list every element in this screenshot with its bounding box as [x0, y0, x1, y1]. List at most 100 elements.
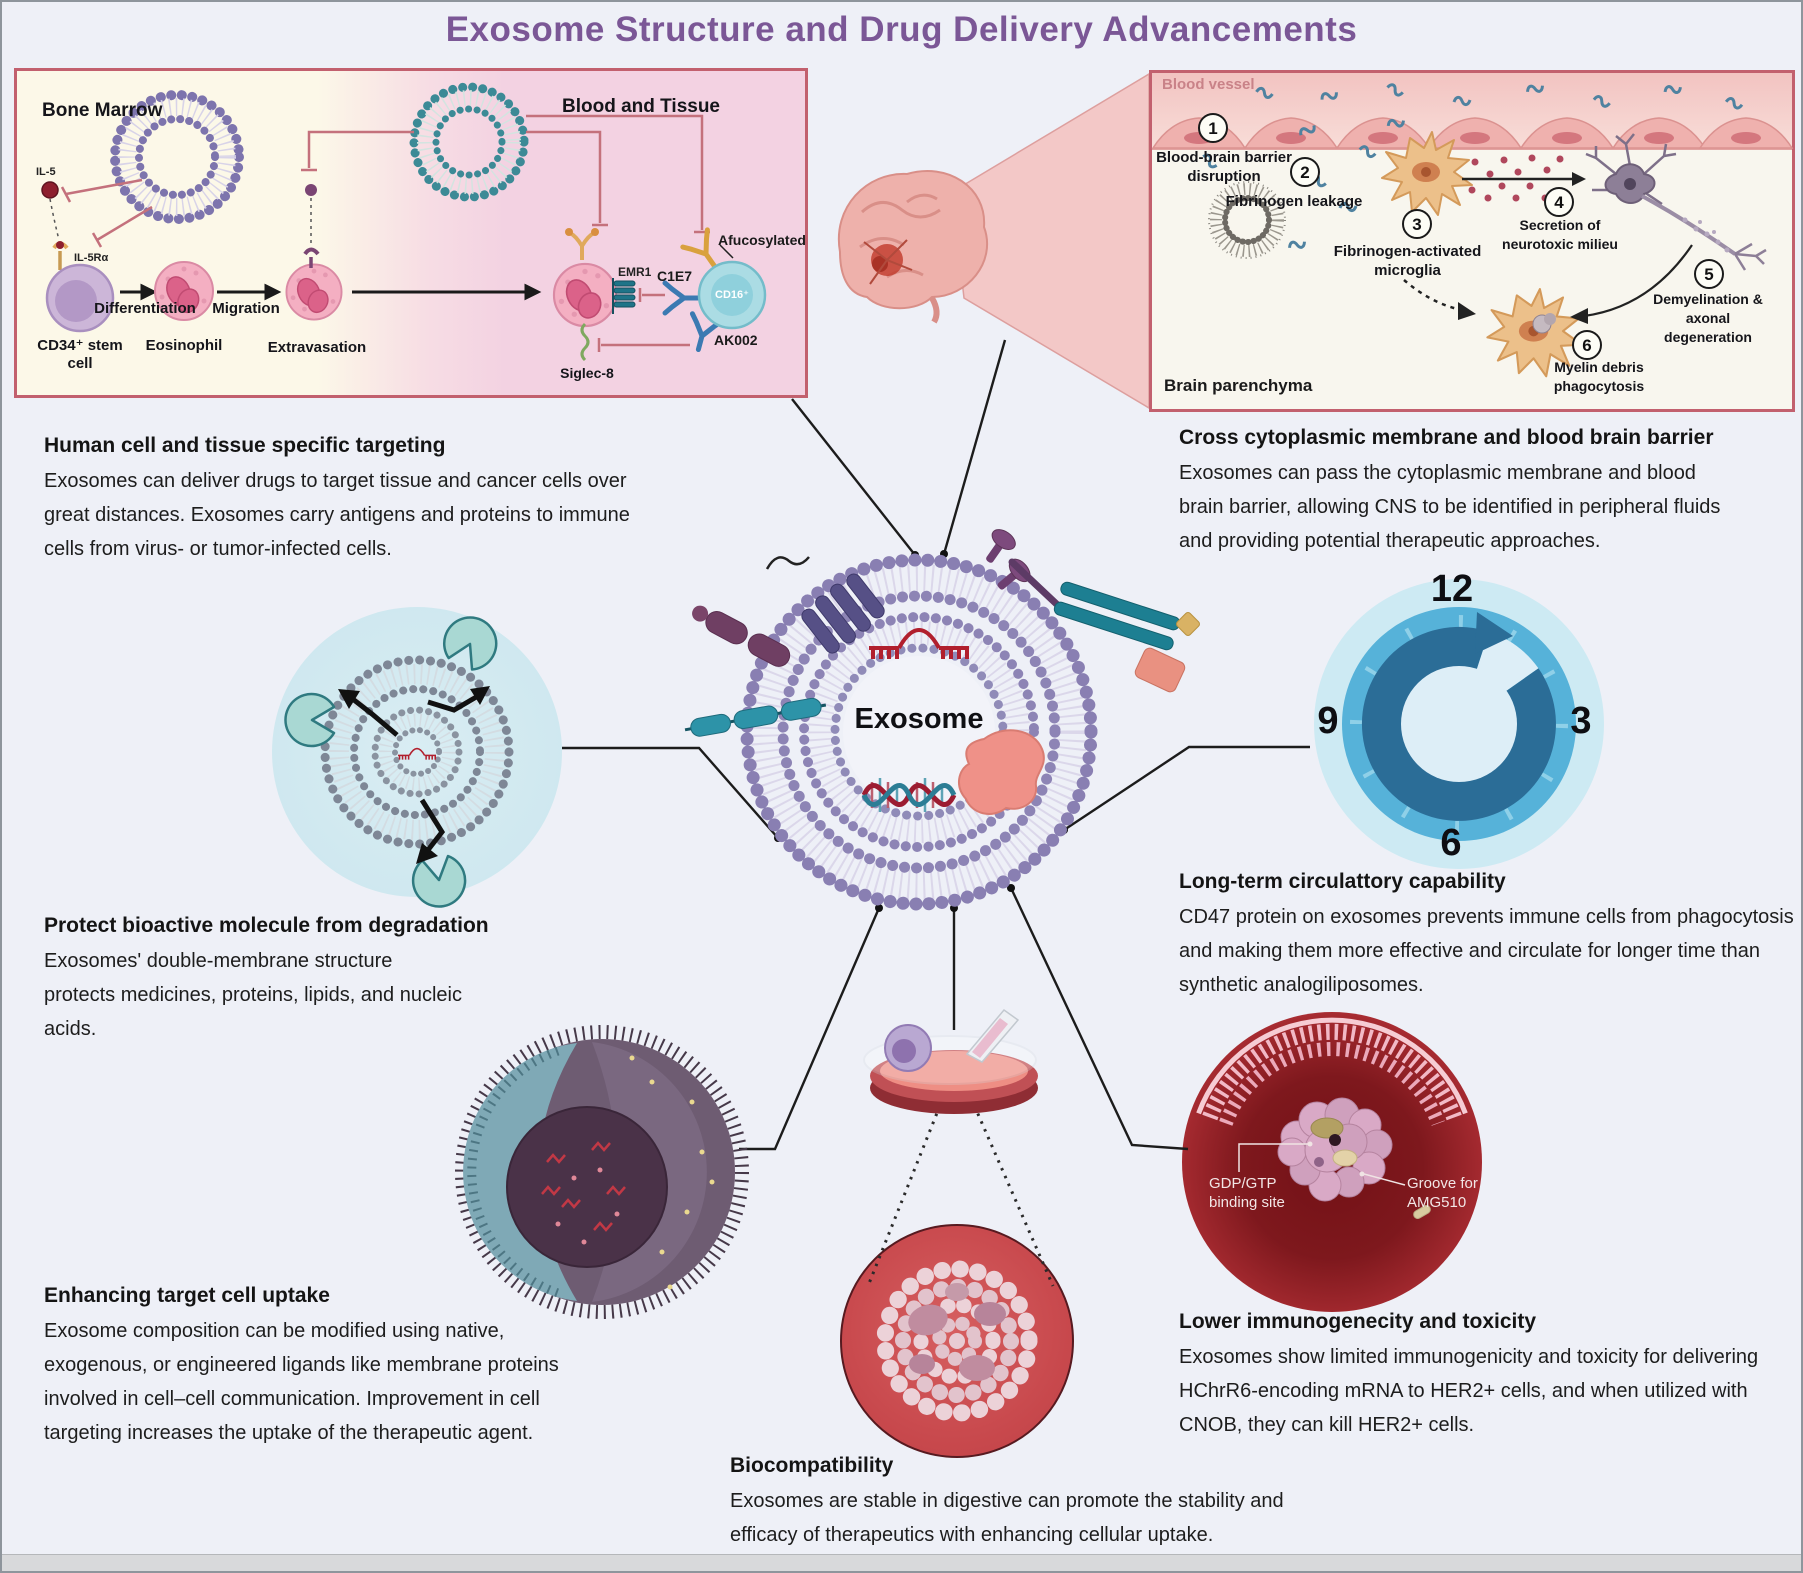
c1e7-antibody-icon: [665, 283, 698, 313]
afucosylated-label: Afucosylated: [718, 232, 806, 248]
step-6-label: Myelin debris phagocytosis: [1553, 359, 1645, 394]
brain-parenchyma-label: Brain parenchyma: [1164, 376, 1313, 395]
brain-icon: [837, 169, 989, 324]
kras-protein-icon: [1277, 1097, 1393, 1202]
immunogenicity-heading: Lower immunogenecity and toxicity: [1179, 1310, 1537, 1333]
uptake-heading: Enhancing target cell uptake: [44, 1284, 330, 1307]
liposome-purple-icon: [110, 90, 244, 224]
modified-exosome-sphere-icon: [455, 1025, 749, 1319]
gdp-membrane-icon: [1196, 1017, 1468, 1126]
step-6-circle: 6: [1572, 330, 1602, 360]
amg510-pill-icon: [1413, 1205, 1431, 1219]
myelin-debris-icon: [1532, 313, 1556, 334]
exosome-label: Exosome: [854, 703, 984, 735]
integrin-rod-icon: [684, 697, 827, 737]
cargo-dots: [555, 1167, 620, 1245]
dna-helix-icon: [861, 778, 957, 812]
deflected-arrow-heads: [338, 686, 490, 864]
stem-cell-icon: [45, 263, 115, 333]
step-1-circle: 1: [1198, 113, 1228, 143]
clock-12: 12: [1430, 568, 1474, 610]
differentiation-arrows: [120, 283, 542, 301]
enzyme-pacman-icon: [284, 692, 336, 748]
connector-lines: [562, 339, 1310, 1151]
endothelial-cells: [1152, 117, 1793, 149]
step-5-circle: 5: [1694, 259, 1724, 289]
bbb-heading: Cross cytoplasmic membrane and blood bra…: [1179, 426, 1714, 449]
protect-heading: Protect bioactive molecule from degradat…: [44, 914, 489, 937]
protein-cargo-icon: [958, 729, 1045, 815]
il5-receptor-icon: [52, 241, 69, 270]
deflected-arrows: [352, 693, 480, 852]
tan-protein-icon: [1176, 612, 1200, 636]
transmembrane-barrel-icon: [801, 573, 885, 654]
teal-receptor-pair-icon: [1053, 581, 1181, 651]
blood-tissue-label: Blood and Tissue: [562, 96, 721, 117]
bone-marrow-panel: [14, 68, 808, 398]
dotted-rays: [866, 1097, 1055, 1287]
extravasation-label: Extravasation: [267, 339, 367, 356]
dashed-arrow-head: [1458, 302, 1476, 320]
emr1-label: EMR1: [618, 265, 652, 279]
blood-vessel-label: Blood vessel: [1162, 76, 1255, 93]
c1e7-label: C1E7: [657, 268, 693, 284]
secretion-arrow-head: [1572, 172, 1586, 186]
immunogenicity-body: Exosomes show limited immunogenicity and…: [1179, 1346, 1759, 1436]
siglec8-icon: [580, 322, 590, 362]
protect-body: Exosomes' double-membrane structure prot…: [44, 950, 462, 1040]
circulation-heading: Long-term circulattory capability: [1179, 870, 1506, 893]
differentiation-label: Differentiation: [94, 300, 196, 317]
vesicle-cluster-icon: [876, 1260, 1038, 1422]
neuron-icon: [1585, 133, 1767, 271]
clock-3: 3: [1570, 700, 1592, 742]
step-3-circle: 3: [1402, 209, 1432, 239]
siglec8-label: Siglec-8: [560, 365, 614, 381]
extravasation-cell-icon: [285, 263, 343, 321]
cd16-label: CD16⁺: [715, 289, 749, 301]
targeting-body: Exosomes can deliver drugs to target tis…: [44, 470, 630, 560]
step-4-circle: 4: [1544, 187, 1574, 217]
page-title: Exosome Structure and Drug Delivery Adva…: [445, 10, 1358, 49]
gdp-leader-lines: [1238, 1141, 1406, 1186]
clock-9: 9: [1317, 700, 1339, 742]
protection-circle-figure: [272, 607, 562, 897]
step-4-label: Secretion of neurotoxic milieu: [1502, 217, 1618, 252]
liposome-gray-icon: [1207, 180, 1287, 260]
bottom-strip: [2, 1554, 1801, 1571]
migration-label: Migration: [212, 300, 280, 317]
circulation-body: CD47 protein on exosomes prevents immune…: [1179, 906, 1794, 996]
salmon-protein-icon: [1134, 647, 1186, 693]
groove-label: Groove for AMG510: [1407, 1175, 1478, 1211]
il5-receptor2-icon: [565, 228, 599, 260]
protected-exosome-icon: [320, 655, 514, 849]
biocompatibility-heading: Biocompatibility: [730, 1454, 894, 1477]
il5-label: IL-5: [36, 166, 56, 178]
receptor-mushrooms-icon: [986, 529, 1031, 590]
ak002-label: AK002: [714, 332, 758, 348]
bbb-body: Exosomes can pass the cytoplasmic membra…: [1179, 462, 1721, 552]
emr1-receptor-icon: [612, 278, 636, 314]
cd16-cell-icon: [697, 260, 767, 330]
step-2-label: Fibrinogen leakage: [1225, 193, 1363, 210]
eosinophil-label: Eosinophil: [145, 337, 223, 354]
inhibition-lines: [60, 114, 710, 352]
tetraspanin-icon: [692, 605, 791, 667]
protected-mrna-icon: [397, 747, 437, 761]
surface-dots: [629, 1055, 715, 1290]
enzyme-pacman-icon: [435, 607, 507, 677]
clock-icon: [1314, 579, 1604, 869]
glycan-squiggle-icon: [765, 556, 810, 570]
stem-cell-label: CD34⁺ stem cell: [37, 337, 123, 372]
cargo-squiggles: [541, 1141, 626, 1232]
petri-dish-icon: [863, 1008, 1038, 1114]
dashed-arrow: [1403, 279, 1463, 312]
step-2-circle: 2: [1290, 157, 1320, 187]
targeting-heading: Human cell and tissue specific targeting: [44, 434, 446, 457]
extravasation-receptor-icon: [303, 184, 320, 268]
demyelination-arrow: [1583, 244, 1693, 318]
il5r-label: IL-5Rα: [74, 252, 109, 264]
step-5-label: Demyelination & axonal degeneration: [1653, 291, 1763, 345]
clock-6: 6: [1440, 822, 1462, 864]
